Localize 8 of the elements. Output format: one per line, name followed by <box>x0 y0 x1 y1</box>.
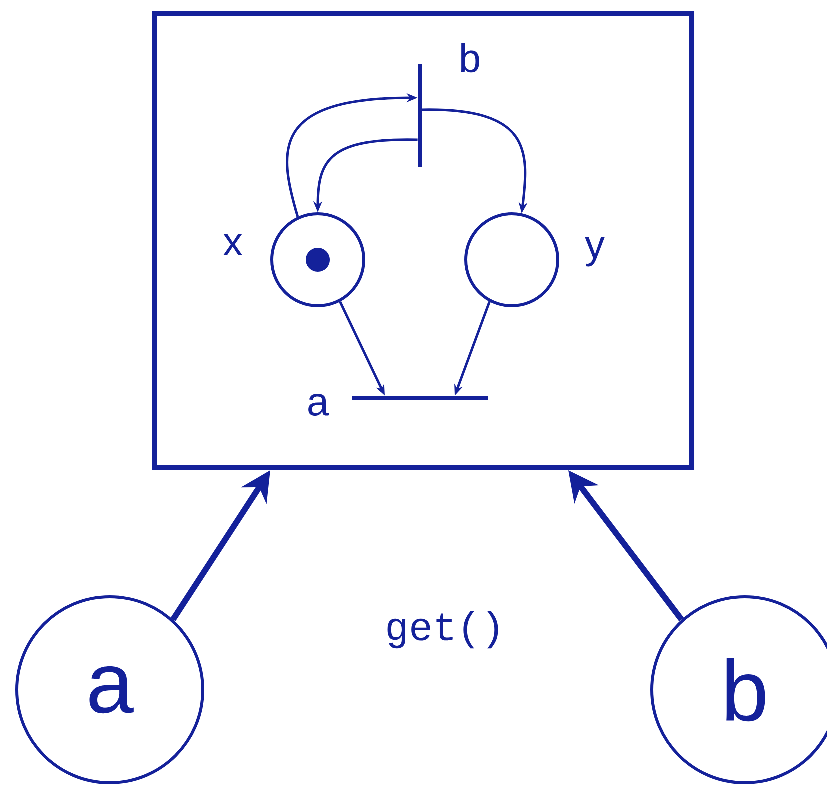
code-label: get() <box>388 611 498 649</box>
node-label: a <box>308 394 330 416</box>
node-label: y <box>585 237 605 267</box>
place-circle <box>270 212 366 308</box>
process-box <box>152 12 694 470</box>
node-label: b <box>461 43 480 73</box>
place-circle <box>464 212 560 308</box>
node-label: x <box>223 234 243 256</box>
